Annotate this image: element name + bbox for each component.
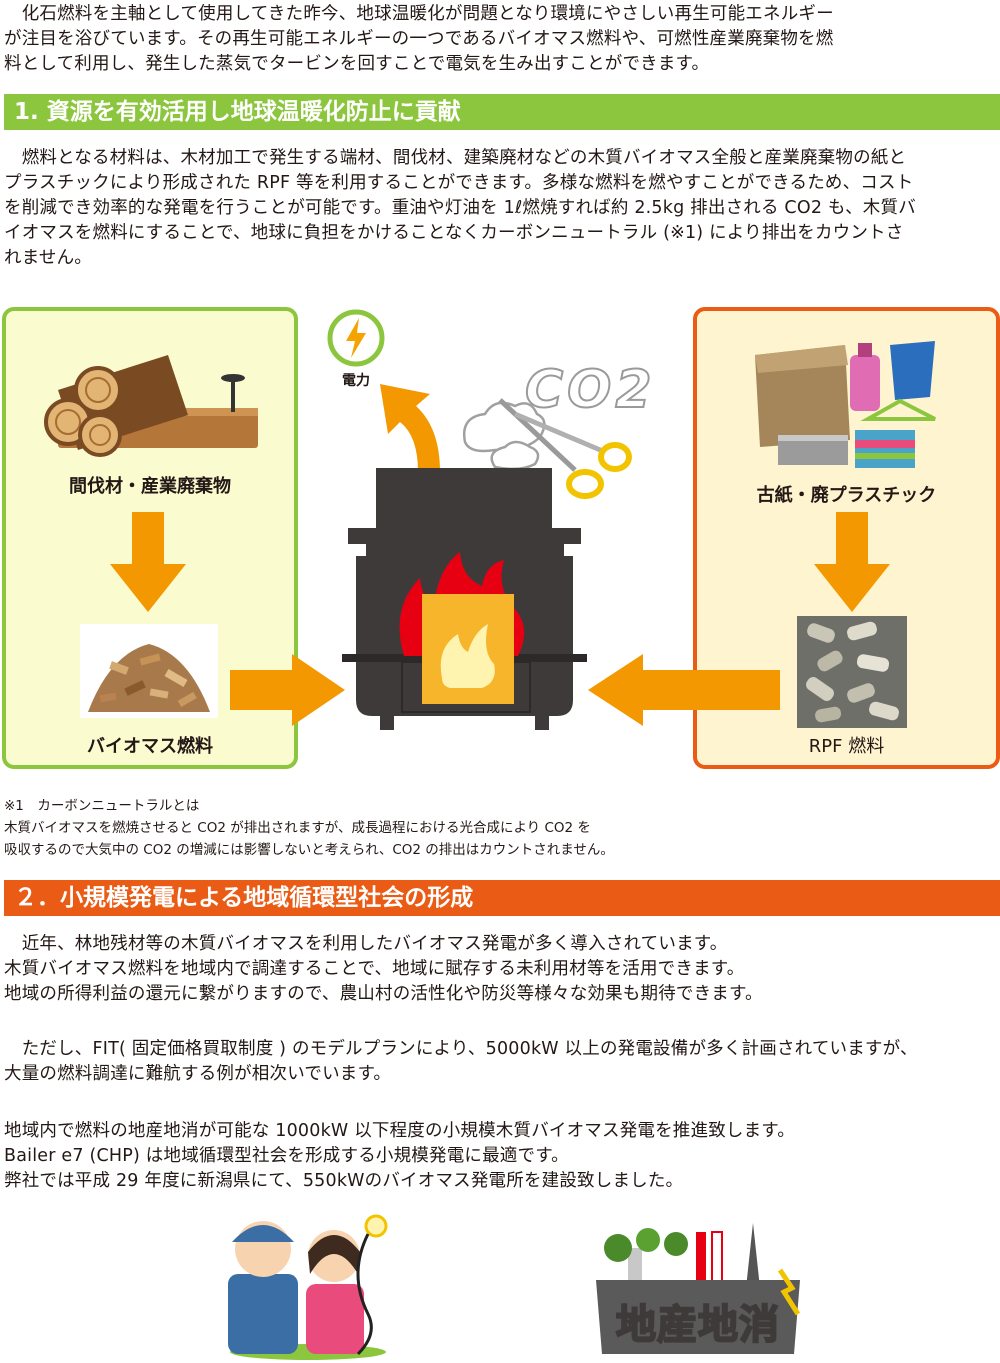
local-production-sign: 地産地消 [588,1218,808,1360]
section2-heading: ２．小規模発電による地域循環型社会の形成 [4,880,1000,916]
section2-line: 地域の所得利益の還元に繋がりますので、農山村の活性化や防災等様々な効果も期待でき… [4,984,763,1004]
curved-up-arrow-icon [380,384,440,472]
waste-paper-plastic-label: 古紙・廃プラスチック [756,485,937,506]
down-arrow-icon [814,512,890,612]
section2-line: Bailer e7 (CHP) は地域循環型社会を形成する小規模発電に最適です。 [4,1146,569,1166]
footnote-line: 木質バイオマスを燃焼させると CO2 が排出されますが、成長過程における光合成に… [4,820,591,836]
wood-chips-photo [80,624,218,718]
right-arrow-icon [230,654,345,726]
waste-paper-plastic-icon [755,341,936,468]
thinned-wood-label: 間伐材・産業廃棄物 [69,476,231,497]
section2-line: 近年、林地残材等の木質バイオマスを利用したバイオマス発電が多く導入されています。 [4,934,728,954]
footnote-line: ※1 カーボンニュートラルとは [4,798,200,814]
intro-line: 料として利用し、発生した蒸気でタービンを回すことで電気を生み出すことができます。 [4,54,710,74]
co2-text: CO2 [524,359,656,421]
rpf-pellets-photo [797,616,907,728]
wood-chips-icon [88,644,210,712]
section2-line: ただし、FIT( 固定価格買取制度 ) のモデルプランにより、5000kW 以上… [4,1039,918,1059]
footnote: ※1 カーボンニュートラルとは 木質バイオマスを燃焼させると CO2 が排出され… [4,795,614,861]
section1-heading: 1. 資源を有効活用し地球温暖化防止に貢献 [4,94,1000,130]
section2-line: 弊社では平成 29 年度に新潟県にて、550kWのバイオマス発電所を建設致しまし… [4,1171,684,1191]
section1-line: 燃料となる材料は、木材加工で発生する端材、間伐材、建築廃材などの木質バイオマス全… [4,148,907,168]
intro-paragraph: 化石燃料を主軸として使用してきた昨今、地球温暖化が問題となり環境にやさしい再生可… [4,2,996,77]
biomass-fuel-label: バイオマス燃料 [87,736,213,757]
stove-icon [342,468,587,730]
down-arrow-icon [110,512,186,612]
section2-paragraph-2: ただし、FIT( 固定価格買取制度 ) のモデルプランにより、5000kW 以上… [4,1037,996,1087]
section1-line: イオマスを燃料にすることで、地球に負担をかけることなくカーボンニュートラル (※… [4,223,904,243]
section1-line: を削減でき効率的な発電を行うことが可能です。重油や灯油を 1ℓ燃焼すれば約 2.… [4,198,916,218]
intro-line: 化石燃料を主軸として使用してきた昨今、地球温暖化が問題となり環境にやさしい再生可… [4,4,834,24]
logs-icon [44,355,258,457]
section2-paragraph-1: 近年、林地残材等の木質バイオマスを利用したバイオマス発電が多く導入されています。… [4,932,996,1007]
section2-line: 大量の燃料調達に難航する例が相次いでいます。 [4,1064,392,1084]
factory-sign-icon [596,1223,801,1354]
footnote-line: 吸収するので大気中の CO2 の増減には影響しないと考えられ、CO2 の排出はカ… [4,842,614,858]
section2-line: 木質バイオマス燃料を地域内で調達することで、地域に賦存する未利用材等を活用できま… [4,959,745,979]
section1-line: れません。 [4,248,92,268]
chisan-chisho-text: 地産地消 [615,1301,780,1349]
power-generation-diagram: 間伐材・産業廃棄物 バイオマス燃料 [0,300,1000,780]
section1-line: プラスチックにより形成された RPF 等を利用することができます。多様な燃料を燃… [4,173,914,193]
section2-paragraph-3: 地域内で燃料の地産地消が可能な 1000kW 以下程度の小規模木質バイオマス発電… [4,1119,996,1194]
left-arrow-icon [588,654,780,726]
section2-line: 地域内で燃料の地産地消が可能な 1000kW 以下程度の小規模木質バイオマス発電… [4,1121,795,1141]
lightning-icon [327,309,385,367]
scissors-icon [462,398,632,499]
workers-illustration-icon [228,1214,388,1360]
section1-paragraph: 燃料となる材料は、木材加工で発生する端材、間伐材、建築廃材などの木質バイオマス全… [4,146,996,271]
rpf-fuel-label: RPF 燃料 [808,736,885,757]
power-label: 電力 [342,373,370,389]
intro-line: が注目を浴びています。その再生可能エネルギーの一つであるバイオマス燃料や、可燃性… [4,29,834,49]
rpf-pellets-icon [797,616,907,728]
